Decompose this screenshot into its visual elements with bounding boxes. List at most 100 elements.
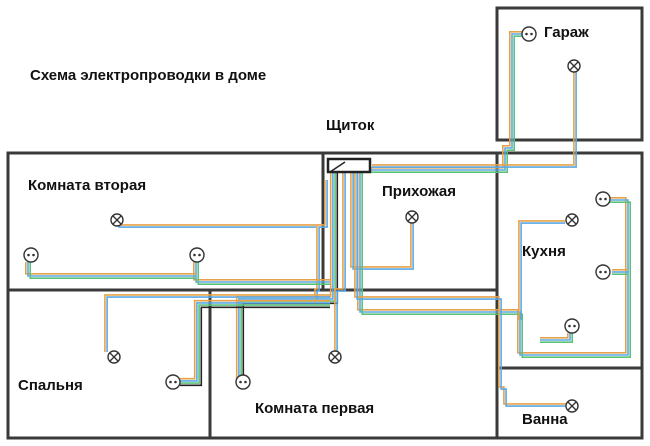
wire-bundle-room-two-socket-left	[24, 262, 196, 280]
room-two-socket-right-icon-pin-left	[193, 253, 196, 257]
wire-bundle-to-garage-lamp-wire	[372, 68, 575, 166]
wire-bundle-to-garage-socket-wire	[365, 33, 528, 172]
bedroom-socket-right-icon	[235, 374, 251, 390]
fixtures	[23, 26, 611, 413]
room-two-lamp-icon-cross-b	[112, 215, 122, 225]
wire-bundle-bedroom-socket-left-wire	[180, 302, 330, 382]
kitchen-socket-mid-icon	[595, 264, 611, 280]
wire-bundle-kitchen-socket-bottom-wire	[540, 333, 571, 341]
wire-bundle-to-garage-lamp-wire	[372, 68, 577, 168]
kitchen-socket-mid-icon-pin-right	[604, 270, 607, 274]
room-two-socket-left-icon-pin-left	[27, 253, 30, 257]
wire-bundle-to-room-one-lamp-wire	[334, 172, 344, 355]
wire-bundle-room-two-lamp-wire	[118, 221, 316, 228]
room-two-socket-right-icon-ring	[189, 247, 205, 263]
room-one-lamp-icon-cross-b	[330, 352, 340, 362]
wire-bundle-room-two-socket-right	[193, 262, 330, 286]
wire-bundle-kitchen-lamp	[518, 220, 565, 320]
wire-bundle-to-kitchen-sockets-wire	[361, 172, 632, 359]
bath-lamp-icon-cross-b	[567, 401, 577, 411]
bedroom-socket-left-icon	[165, 374, 181, 390]
bedroom-socket-left-icon-pin-left	[169, 380, 172, 384]
garage-socket-icon-ring	[521, 26, 537, 42]
wire-bundle-room-two-feed-wire	[314, 180, 326, 300]
bedroom-socket-right-icon-pin-left	[239, 380, 242, 384]
bedroom-socket-right-icon-pin-right	[244, 380, 247, 384]
wire-bundle-to-kitchen-sockets	[356, 172, 632, 359]
wall-garage	[495, 6, 644, 142]
wire-bundle-bedroom-lamp-wire	[106, 296, 330, 352]
room-two-socket-right-icon-pin-right	[198, 253, 201, 257]
wire-bundle-to-room-one-lamp-wire	[336, 172, 346, 355]
wire-bundle-room-two-feed	[314, 180, 328, 300]
wire-bundle-to-bath-lamp-wire	[356, 172, 570, 407]
kitchen-socket-top-icon-pin-right	[604, 197, 607, 201]
panel-hatch	[329, 161, 346, 173]
room-two-socket-left-icon-pin-right	[32, 253, 35, 257]
wire-bundle-to-kitchen-sockets-wire	[356, 172, 627, 354]
kitchen-socket-bottom-icon-ring	[564, 318, 580, 334]
garage-lamp-icon	[567, 59, 581, 73]
kitchen-socket-bottom-icon-pin-right	[573, 324, 576, 328]
room-two-lamp-icon	[110, 213, 124, 227]
wire-bundle-kitchen-socket-bottom	[540, 333, 574, 344]
diagram-title: Схема электропроводки в доме	[30, 67, 266, 84]
wire-bundle-kitchen-lamp-wire	[518, 220, 565, 320]
garage-socket-icon	[521, 26, 537, 42]
wire-bundle-to-bedroom-socket-wire	[240, 172, 336, 380]
kitchen-socket-bottom-icon-pin-left	[568, 324, 571, 328]
panel-label: Щиток	[326, 117, 375, 134]
wire-bundle-to-hallway-lamp	[350, 172, 414, 270]
room-label-hallway: Прихожая	[382, 183, 456, 200]
kitchen-lamp-icon-cross-b	[567, 215, 577, 225]
walls	[6, 6, 644, 440]
room-label-room-two: Комната вторая	[28, 177, 146, 194]
wire-bundle-room-two-lamp-wire	[116, 221, 316, 226]
wire-bundle-room-two-socket-right-wire	[193, 262, 330, 281]
bedroom-lamp-icon-cross-b	[109, 352, 119, 362]
wire-bundle-room-two-feed-wire	[316, 180, 328, 300]
wire-bundle-room-two-socket-right-wire	[197, 262, 330, 286]
wire-bundle-bedroom-socket-left-wire	[180, 299, 330, 380]
kitchen-lamp-icon	[565, 213, 579, 227]
hallway-lamp-icon	[405, 210, 419, 224]
room-one-lamp-icon	[328, 350, 342, 364]
wire-bundle-bedroom-lamp-wire	[104, 294, 330, 352]
bath-lamp-icon	[565, 399, 579, 413]
room-label-bath: Ванна	[522, 411, 568, 428]
garage-lamp-icon-cross-b	[569, 61, 579, 71]
bedroom-lamp-icon	[107, 350, 121, 364]
kitchen-socket-mid-icon-pin-left	[599, 270, 602, 274]
wire-bundle-to-bedroom-socket-wire	[238, 172, 334, 380]
kitchen-socket-top-icon-ring	[595, 191, 611, 207]
room-two-socket-right-icon	[189, 247, 205, 263]
wire-bundle-kitchen-lamp-wire	[520, 222, 565, 320]
wire-bundle-to-hallway-lamp-wire	[352, 172, 414, 270]
hallway-lamp-icon-cross-b	[407, 212, 417, 222]
room-label-room-one: Комната первая	[255, 400, 374, 417]
room-label-kitchen: Кухня	[522, 243, 566, 260]
wire-bundle-room-two-socket-left-wire	[29, 262, 196, 280]
wire-bundle-kitchen-socket-bottom-wire	[540, 333, 569, 339]
wire-bundle-room-two-lamp	[116, 221, 316, 228]
wire-bundle-to-bath-lamp-wire	[354, 172, 570, 405]
wire-bundle-bedroom-socket-left	[180, 299, 330, 387]
bedroom-socket-right-icon-ring	[235, 374, 251, 390]
wire-bundle-bedroom-socket-left-wire	[180, 304, 330, 384]
wire-bundle-to-garage-lamp	[372, 68, 577, 168]
garage-socket-icon-pin-right	[530, 32, 533, 36]
wire-bundle-room-two-socket-left-wire	[27, 262, 196, 277]
kitchen-socket-top-icon-pin-left	[599, 197, 602, 201]
room-two-socket-left-icon	[23, 247, 39, 263]
room-label-bedroom: Спальня	[18, 377, 83, 394]
wire-bundle-room-two-socket-right-wire	[195, 262, 330, 283]
kitchen-socket-top-icon	[595, 191, 611, 207]
wire-bundle-to-kitchen-sockets-wire	[359, 172, 629, 356]
wire-bundle-room-two-socket-left-wire	[24, 262, 196, 275]
garage-socket-icon-pin-left	[525, 32, 528, 36]
wire-bundle-to-bath-lamp	[354, 172, 570, 407]
wire-bundle-to-hallway-lamp-wire	[350, 172, 412, 268]
kitchen-socket-mid-icon-ring	[595, 264, 611, 280]
